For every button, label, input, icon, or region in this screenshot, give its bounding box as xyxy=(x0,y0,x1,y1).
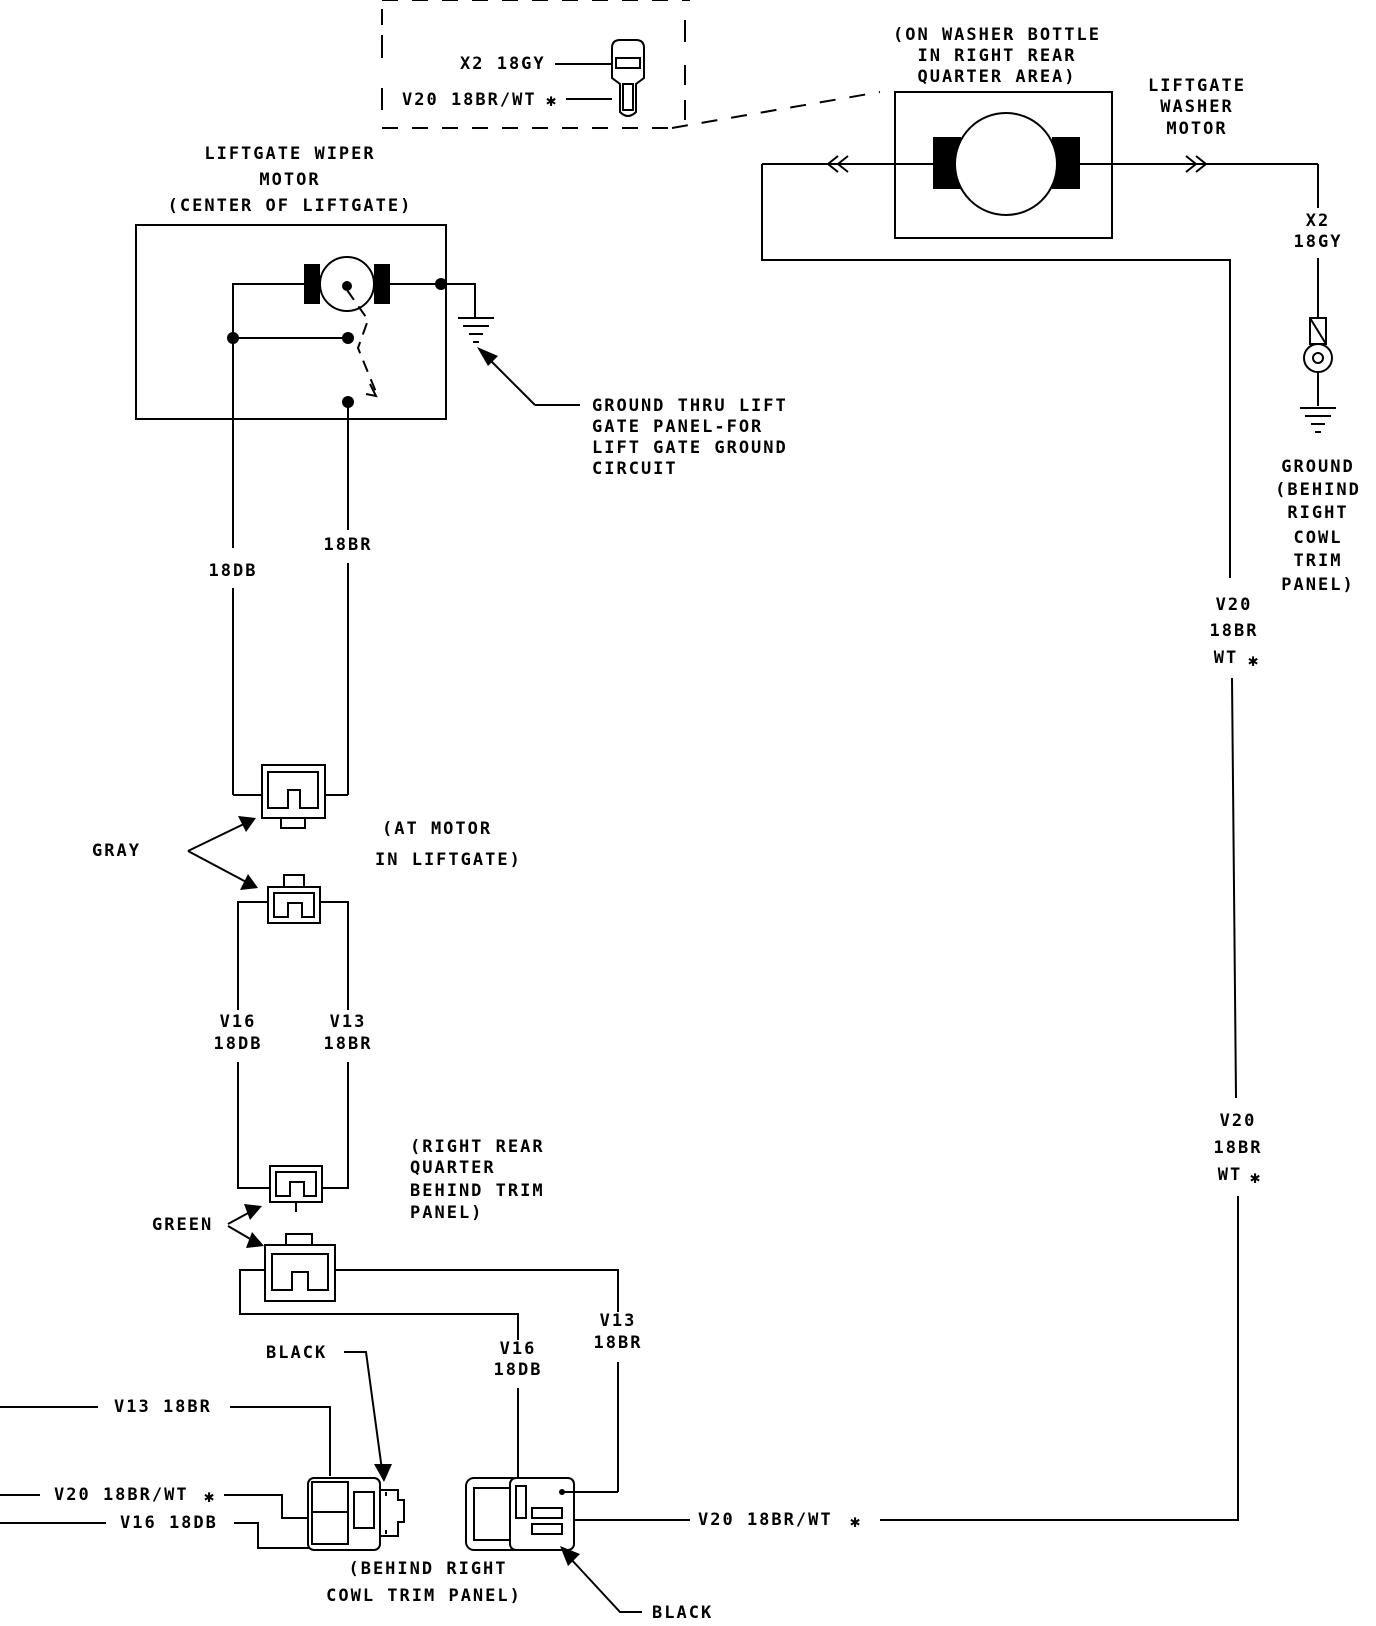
ground-label-6: PANEL) xyxy=(1281,575,1354,595)
splice-star-icon: ✱ xyxy=(1248,651,1260,671)
ground-label-5: TRIM xyxy=(1294,551,1343,571)
harness-v20-bottom-label: V20 18BR/WT xyxy=(698,1510,833,1530)
splice-star-icon: ✱ xyxy=(850,1512,862,1532)
gray-label: GRAY xyxy=(92,841,141,861)
wire-18db-label: 18DB xyxy=(209,561,258,581)
washer-name-3: MOTOR xyxy=(1166,119,1227,139)
right-upper-label-2: 18BR xyxy=(1210,621,1259,641)
v16-mid-label-2: 18DB xyxy=(214,1034,263,1054)
right-lower-label-3: WT xyxy=(1218,1165,1242,1185)
right-rear-label-1: (RIGHT REAR xyxy=(410,1137,545,1157)
v13-mid-label-2: 18BR xyxy=(324,1034,373,1054)
washer-name-1: LIFTGATE xyxy=(1148,76,1246,96)
right-upper-label-3: WT xyxy=(1214,648,1238,668)
right-vertical-wire: V20 18BR WT ✱ V20 18BR WT ✱ xyxy=(880,595,1263,1521)
behind-cowl-label-1: (BEHIND RIGHT xyxy=(348,1559,507,1579)
splice-star-icon: ✱ xyxy=(1250,1168,1262,1188)
at-motor-label-1: (AT MOTOR xyxy=(382,819,492,839)
washer-connector-icon xyxy=(1309,317,1327,345)
v13-low-label-2: 18BR xyxy=(594,1333,643,1353)
right-rear-label-2: QUARTER xyxy=(410,1158,496,1178)
v13-low-label-1: V13 xyxy=(600,1311,637,1331)
black-bottom-label: BLACK xyxy=(652,1603,713,1623)
splice-star-icon: ✱ xyxy=(546,91,558,111)
inset-connector-box: X2 18GY V20 18BR/WT ✱ xyxy=(381,0,881,129)
inset-x2-label: X2 18GY xyxy=(460,54,546,74)
washer-name-2: WASHER xyxy=(1160,97,1233,117)
right-lower-label-2: 18BR xyxy=(1214,1138,1263,1158)
washer-motor: (ON WASHER BOTTLE IN RIGHT REAR QUARTER … xyxy=(761,25,1361,595)
harness-v13-label: V13 18BR xyxy=(114,1397,212,1417)
washer-x2-label-2: 18GY xyxy=(1294,232,1343,252)
ground-note-4: CIRCUIT xyxy=(592,459,678,479)
v16-low-label-1: V16 xyxy=(500,1339,537,1359)
ground-note-2: GATE PANEL-FOR xyxy=(592,417,763,437)
inset-v20-label: V20 18BR/WT xyxy=(402,90,537,110)
wiper-name-3: (CENTER OF LIFTGATE) xyxy=(168,196,413,216)
right-rear-label-3: BEHIND TRIM xyxy=(410,1181,545,1201)
ground-note-3: LIFT GATE GROUND xyxy=(592,438,788,458)
green-connector-pair: (RIGHT REAR QUARTER BEHIND TRIM PANEL) G… xyxy=(152,1137,619,1340)
wiper-name-1: LIFTGATE WIPER xyxy=(204,144,375,164)
ground-icon xyxy=(458,317,494,343)
ground-label-1: GROUND xyxy=(1281,457,1354,477)
splice-star-icon: ✱ xyxy=(204,1487,216,1507)
right-rear-label-4: PANEL) xyxy=(410,1203,483,1223)
v16-low-label-2: 18DB xyxy=(494,1360,543,1380)
ground-note-1: GROUND THRU LIFT xyxy=(592,396,788,416)
ground-label-2: (BEHIND xyxy=(1275,480,1361,500)
ground-label-3: RIGHT xyxy=(1287,503,1348,523)
washer-x2-label-1: X2 xyxy=(1306,211,1330,231)
washer-location-2: IN RIGHT REAR xyxy=(917,46,1076,66)
lower-harness: V16 18DB V13 18BR BLACK V13 18BR V20 18B… xyxy=(0,1311,862,1623)
wiper-name-2: MOTOR xyxy=(259,170,320,190)
wire-18br-label: 18BR xyxy=(324,535,373,555)
right-upper-label-1: V20 xyxy=(1216,595,1253,615)
harness-v16-label: V16 18DB xyxy=(120,1513,218,1533)
right-lower-label-1: V20 xyxy=(1220,1111,1257,1131)
black-top-label: BLACK xyxy=(266,1343,327,1363)
green-label: GREEN xyxy=(152,1215,213,1235)
ground-icon xyxy=(1300,407,1336,433)
behind-cowl-label-2: COWL TRIM PANEL) xyxy=(326,1586,522,1606)
wiper-motor: LIFTGATE WIPER MOTOR (CENTER OF LIFTGATE… xyxy=(135,144,788,796)
ground-label-4: COWL xyxy=(1294,528,1343,548)
v16-mid-label-1: V16 xyxy=(220,1012,257,1032)
washer-motor-icon xyxy=(954,112,1058,216)
washer-location-1: (ON WASHER BOTTLE xyxy=(893,25,1101,45)
harness-v20-label: V20 18BR/WT xyxy=(54,1485,189,1505)
gray-connector-pair: GRAY (AT MOTOR IN LIFTGATE) V16 18DB V13… xyxy=(92,764,522,1189)
washer-location-3: QUARTER AREA) xyxy=(917,67,1076,87)
v13-mid-label-1: V13 xyxy=(330,1012,367,1032)
at-motor-label-2: IN LIFTGATE) xyxy=(375,850,522,870)
